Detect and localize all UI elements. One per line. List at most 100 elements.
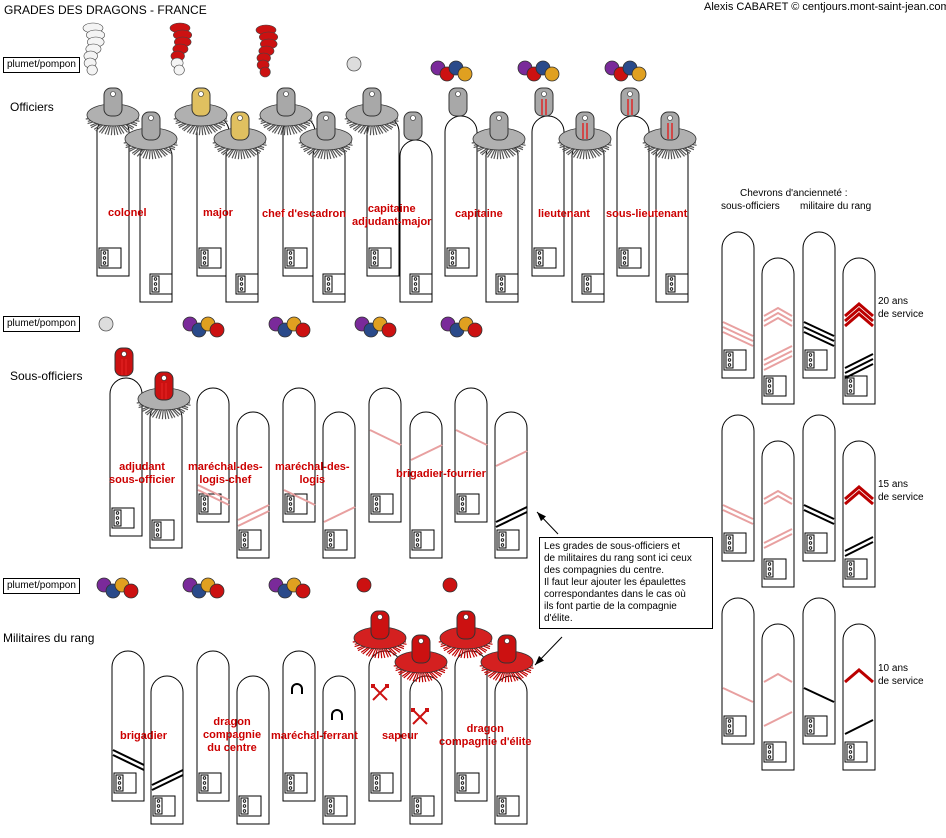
arrow-icon xyxy=(535,655,544,665)
rank-sous-lieutenant: sous-lieutenant xyxy=(606,208,688,220)
troop-sleeve-button xyxy=(415,799,420,803)
service-stripe xyxy=(844,363,874,379)
chevron-sleeve-button xyxy=(848,562,853,566)
horseshoe-icon xyxy=(331,709,343,720)
horseshoe-icon xyxy=(291,683,303,694)
pompon-white xyxy=(98,316,114,332)
troop-sleeve-button xyxy=(242,804,247,808)
officer-sleeve-button xyxy=(102,261,107,265)
rank-capitaine: capitaine xyxy=(455,208,503,220)
service-stripe xyxy=(722,326,754,342)
officer-sleeve xyxy=(399,139,433,303)
troop-sleeve-button xyxy=(117,781,122,785)
chevron-mark xyxy=(763,494,793,505)
rank-marechal-ferrant: maréchal-ferrant xyxy=(271,730,358,742)
elite-epaulette xyxy=(411,634,431,664)
officer-sleeve-button xyxy=(537,261,542,265)
rank-stripe xyxy=(283,489,316,506)
officer-sleeve-button xyxy=(585,277,590,281)
nco-epaulette xyxy=(154,371,174,401)
officer-sleeve-button xyxy=(622,256,627,260)
officer-epaulette-button xyxy=(582,115,588,121)
nco-sleeve xyxy=(494,411,528,559)
officer-sleeve xyxy=(444,115,478,277)
troop-sleeve-button xyxy=(374,781,379,785)
chevron-mark xyxy=(763,311,793,322)
officer-sleeve-button xyxy=(239,287,244,291)
chevron-sleeve-button xyxy=(848,384,853,388)
officer-sleeve-button xyxy=(326,287,331,291)
nco-sleeve-button xyxy=(115,521,120,525)
rank-stripe xyxy=(369,429,402,446)
officer-epaulette xyxy=(141,111,161,141)
pompon-cluster xyxy=(123,583,139,599)
service-20: 20 ans de service xyxy=(878,296,924,320)
officer-epaulette-button xyxy=(496,115,502,121)
officer-sleeve-button xyxy=(585,287,590,291)
officer-epaulette-button xyxy=(237,115,243,121)
officer-sleeve-button xyxy=(622,251,627,255)
nco-sleeve-button xyxy=(415,533,420,537)
troop-sleeve-button xyxy=(374,786,379,790)
troop-sleeve xyxy=(111,650,145,802)
troop-sleeve-button xyxy=(288,776,293,780)
chevron-sleeve-button xyxy=(808,541,813,545)
troop-sleeve-button xyxy=(242,799,247,803)
officer-sleeve-button xyxy=(372,256,377,260)
service-stripe xyxy=(763,350,793,366)
arrow-icon xyxy=(537,512,546,522)
chevron-mark xyxy=(844,307,874,323)
chevron-sleeve-button xyxy=(767,750,772,754)
service-stripe xyxy=(803,504,835,520)
officer-sleeve-button xyxy=(585,282,590,286)
nco-sleeve-button xyxy=(415,543,420,547)
nco-sleeve-button xyxy=(242,533,247,537)
nco-sleeve xyxy=(322,411,356,559)
officer-sleeve-button xyxy=(413,282,418,286)
pompon-cluster xyxy=(209,583,225,599)
chevron-sleeve xyxy=(802,231,836,379)
officer-sleeve-button xyxy=(326,282,331,286)
nco-sleeve-button xyxy=(202,502,207,506)
plumet-label-nco: plumet/pompon xyxy=(3,316,80,332)
chevron-sleeve-button xyxy=(848,572,853,576)
nco-sleeve-button xyxy=(374,507,379,511)
chevron-sleeve-button xyxy=(848,389,853,393)
service-stripe xyxy=(803,687,835,703)
section-ranks: Militaires du rang xyxy=(3,631,95,645)
officer-epaulette-button xyxy=(667,115,673,121)
officer-sleeve-button xyxy=(202,256,207,260)
chevron-sleeve-button xyxy=(808,363,813,367)
service-stripe xyxy=(763,345,793,361)
nco-sleeve-button xyxy=(415,538,420,542)
elite-epaulette-button xyxy=(463,614,469,620)
officer-epaulette-button xyxy=(627,91,633,97)
pompon-cluster xyxy=(544,66,560,82)
nco-sleeve-button xyxy=(202,497,207,501)
service-stripe xyxy=(803,321,835,337)
troop-sleeve-button xyxy=(156,799,161,803)
pompon-cluster xyxy=(295,322,311,338)
officer-sleeve-button xyxy=(669,282,674,286)
officer-sleeve-button xyxy=(153,287,158,291)
elite-epaulette xyxy=(370,610,390,640)
nco-sleeve xyxy=(368,387,402,523)
service-stripe xyxy=(844,358,874,374)
nco-sleeve-button xyxy=(288,497,293,501)
nco-sleeve-button xyxy=(242,543,247,547)
nco-sleeve-button xyxy=(460,502,465,506)
officer-sleeve-button xyxy=(413,277,418,281)
officer-epaulette-button xyxy=(323,115,329,121)
troop-sleeve-button xyxy=(202,781,207,785)
service-stripe xyxy=(722,509,754,525)
rank-major: major xyxy=(203,207,233,219)
officer-sleeve-button xyxy=(669,277,674,281)
chevron-mark xyxy=(763,489,793,500)
officer-epaulette-button xyxy=(369,91,375,97)
nco-sleeve-button xyxy=(115,516,120,520)
officer-sleeve-button xyxy=(326,277,331,281)
officer-epaulette xyxy=(620,87,640,117)
chevron-sleeve-button xyxy=(808,536,813,540)
officer-epaulette xyxy=(575,111,595,141)
service-stripe xyxy=(844,353,874,369)
